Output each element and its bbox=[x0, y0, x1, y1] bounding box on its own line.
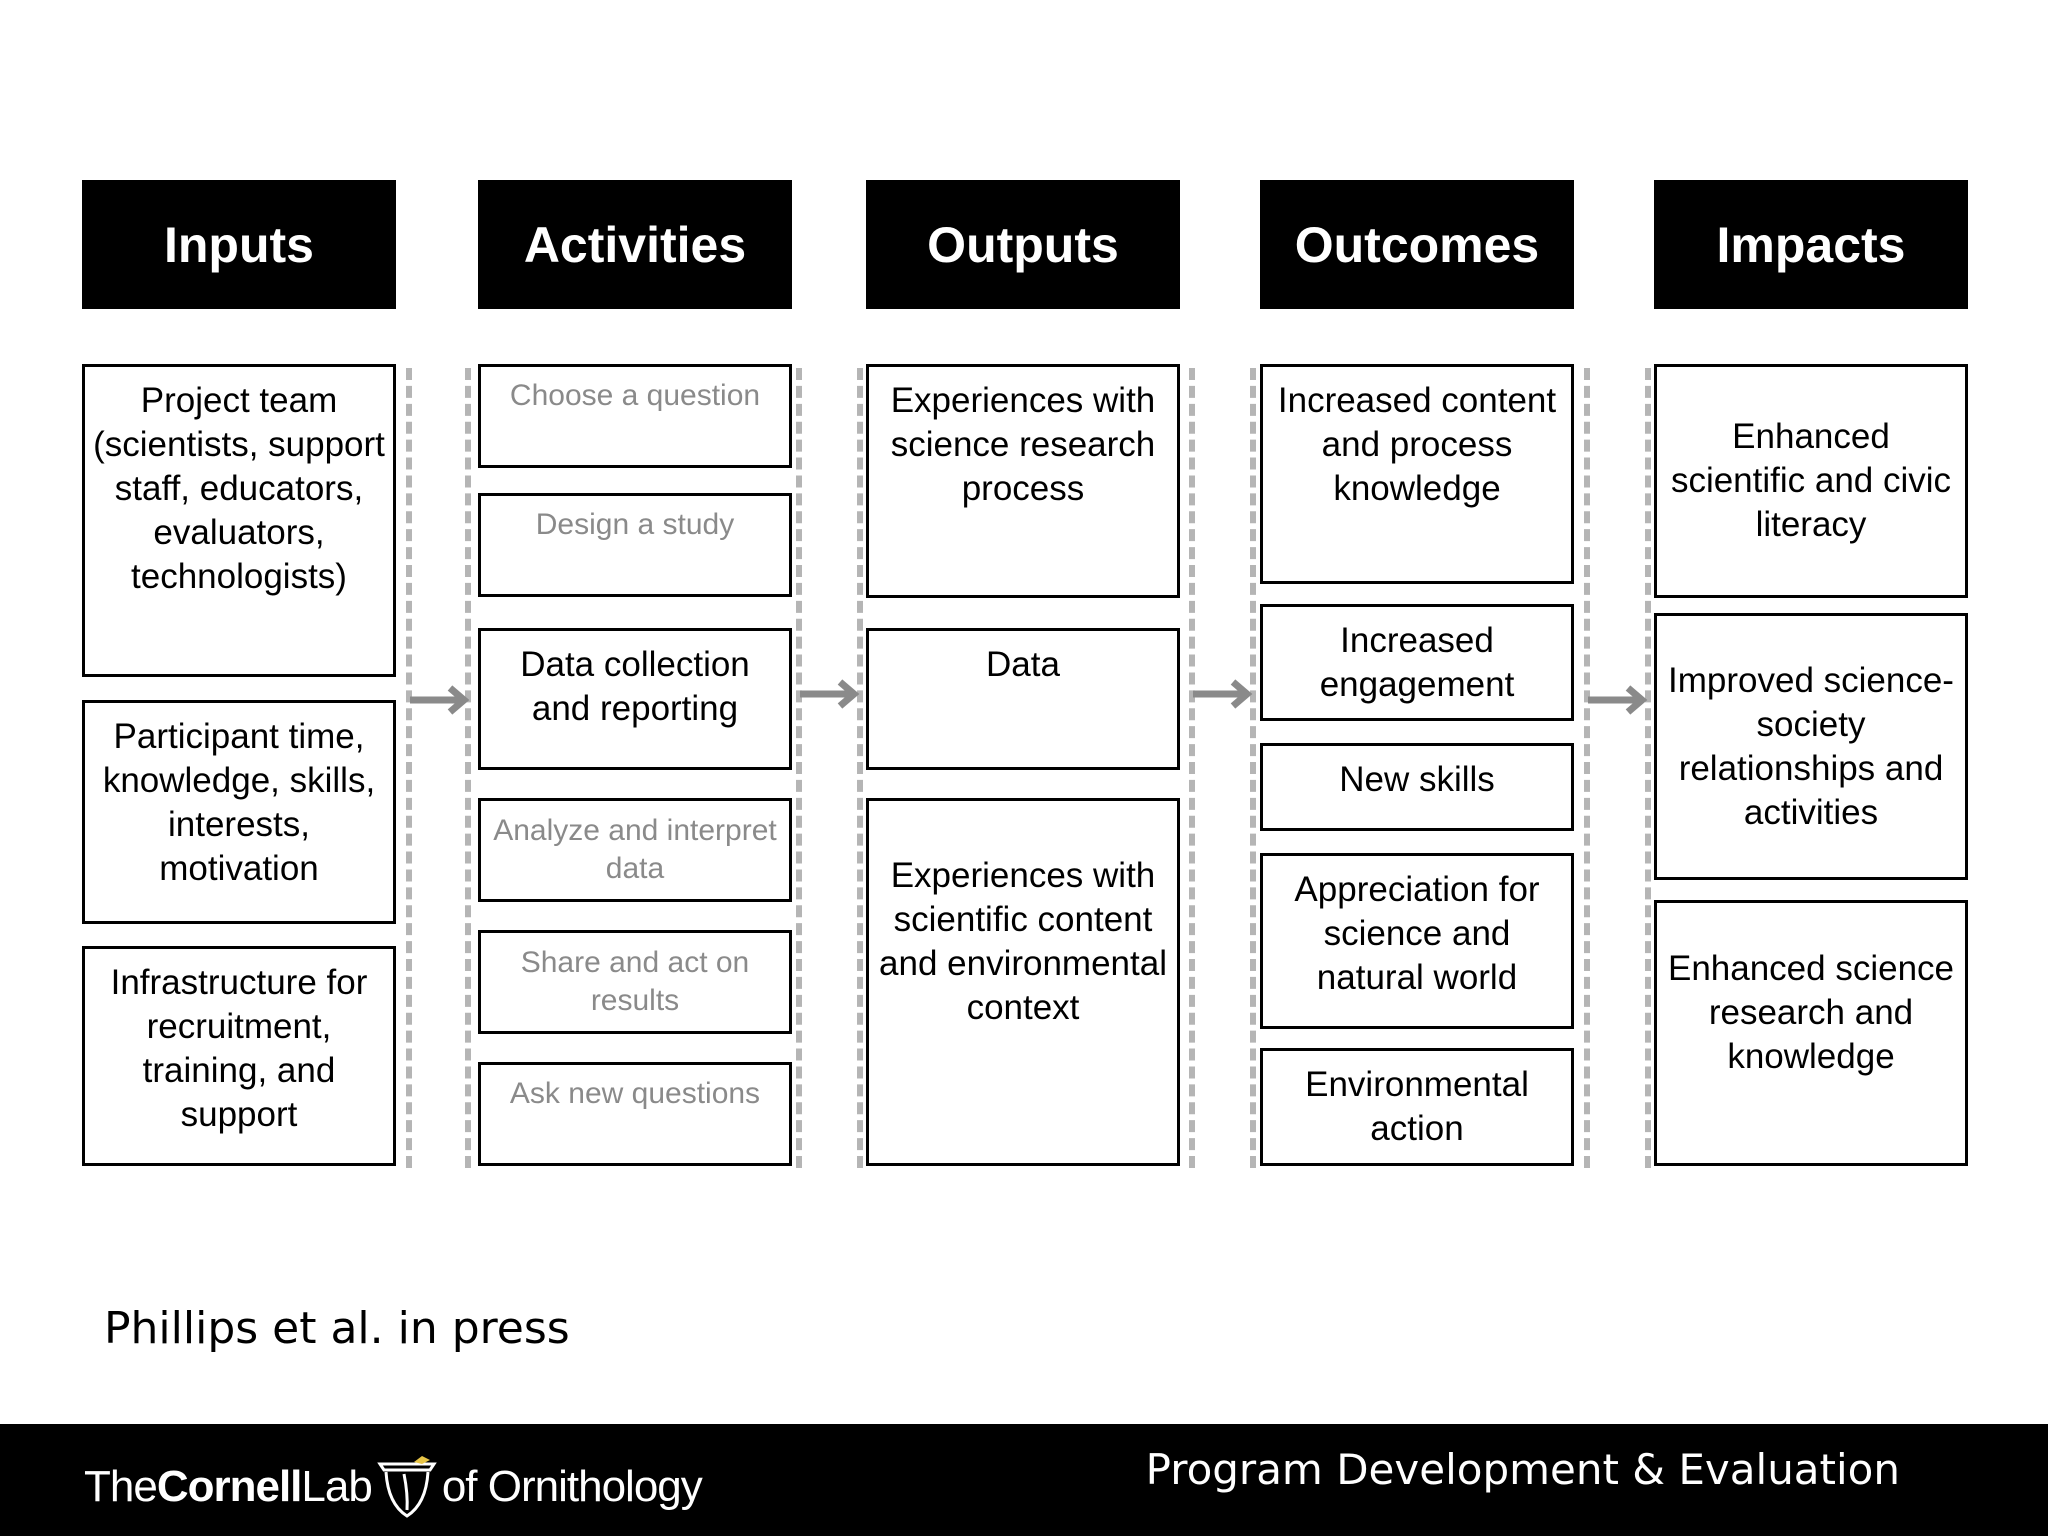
impact-label: Improved science-society relationships a… bbox=[1668, 660, 1954, 832]
impact-label: Enhanced science research and knowledge bbox=[1667, 949, 1955, 1076]
output-data: Data bbox=[866, 628, 1180, 770]
outcome-label: Increased engagement bbox=[1319, 621, 1515, 704]
activity-ask-new: Ask new questions bbox=[478, 1062, 792, 1166]
separator-line bbox=[465, 368, 471, 1168]
activity-data-collection: Data collection and reporting bbox=[478, 628, 792, 770]
flow-arrow-icon bbox=[410, 685, 470, 715]
output-label: Data bbox=[986, 645, 1060, 684]
logo-text: The bbox=[84, 1462, 158, 1511]
outcome-environmental-action: Environmental action bbox=[1260, 1048, 1574, 1166]
impact-label: Enhanced scientific and civic literacy bbox=[1670, 417, 1952, 544]
logo-text: Lab bbox=[301, 1462, 372, 1511]
activity-choose-question: Choose a question bbox=[478, 364, 792, 468]
outcome-knowledge: Increased content and process knowledge bbox=[1260, 364, 1574, 584]
output-label: Experiences with science research proces… bbox=[890, 381, 1156, 508]
separator-line bbox=[857, 368, 863, 1168]
input-infrastructure: Infrastructure for recruitment, training… bbox=[82, 946, 396, 1166]
output-experiences-research: Experiences with science research proces… bbox=[866, 364, 1180, 598]
outcome-label: Appreciation for science and natural wor… bbox=[1294, 870, 1540, 997]
outcome-appreciation: Appreciation for science and natural wor… bbox=[1260, 853, 1574, 1029]
separator-line bbox=[1189, 368, 1195, 1168]
input-label: Project team (scientists, support staff,… bbox=[93, 381, 385, 596]
separator-line bbox=[406, 368, 412, 1168]
footer-bar bbox=[0, 1424, 2048, 1536]
input-label: Participant time, knowledge, skills, int… bbox=[102, 717, 376, 888]
outcome-label: New skills bbox=[1339, 760, 1495, 799]
header-outputs: Outputs bbox=[866, 180, 1180, 309]
input-participant: Participant time, knowledge, skills, int… bbox=[82, 700, 396, 924]
output-label: Experiences with scientific content and … bbox=[879, 856, 1167, 1027]
separator-line bbox=[1250, 368, 1256, 1168]
input-label: Infrastructure for recruitment, training… bbox=[110, 963, 368, 1134]
header-impacts: Impacts bbox=[1654, 180, 1968, 309]
bird-emblem-icon bbox=[377, 1456, 437, 1518]
activity-label: Share and act on results bbox=[520, 946, 750, 1017]
outcome-engagement: Increased engagement bbox=[1260, 604, 1574, 721]
header-outcomes: Outcomes bbox=[1260, 180, 1574, 309]
impact-literacy: Enhanced scientific and civic literacy bbox=[1654, 364, 1968, 598]
logo-text: Cornell bbox=[156, 1462, 303, 1511]
separator-line bbox=[1584, 368, 1590, 1168]
activity-analyze: Analyze and interpret data bbox=[478, 798, 792, 902]
input-project-team: Project team (scientists, support staff,… bbox=[82, 364, 396, 677]
outcome-label: Environmental action bbox=[1305, 1065, 1529, 1148]
impact-research: Enhanced science research and knowledge bbox=[1654, 900, 1968, 1166]
activity-share: Share and act on results bbox=[478, 930, 792, 1034]
output-experiences-content: Experiences with scientific content and … bbox=[866, 798, 1180, 1166]
outcome-label: Increased content and process knowledge bbox=[1277, 381, 1557, 508]
impact-relationships: Improved science-society relationships a… bbox=[1654, 613, 1968, 880]
activity-label: Ask new questions bbox=[509, 1077, 761, 1110]
activity-design-study: Design a study bbox=[478, 493, 792, 597]
separator-line bbox=[796, 368, 802, 1168]
activity-label: Choose a question bbox=[509, 379, 761, 412]
header-inputs: Inputs bbox=[82, 180, 396, 309]
separator-line bbox=[1645, 368, 1651, 1168]
header-activities: Activities bbox=[478, 180, 792, 309]
flow-arrow-icon bbox=[1588, 685, 1648, 715]
outcome-skills: New skills bbox=[1260, 743, 1574, 831]
flow-arrow-icon bbox=[1193, 679, 1253, 709]
activity-label: Design a study bbox=[535, 508, 735, 541]
logo-text: of Ornithology bbox=[441, 1462, 703, 1511]
flow-arrow-icon bbox=[800, 679, 860, 709]
activity-label: Analyze and interpret data bbox=[493, 814, 777, 885]
activity-label: Data collection and reporting bbox=[520, 645, 750, 728]
footer-title: Program Development & Evaluation bbox=[1145, 1445, 1900, 1494]
citation: Phillips et al. in press bbox=[104, 1303, 570, 1354]
